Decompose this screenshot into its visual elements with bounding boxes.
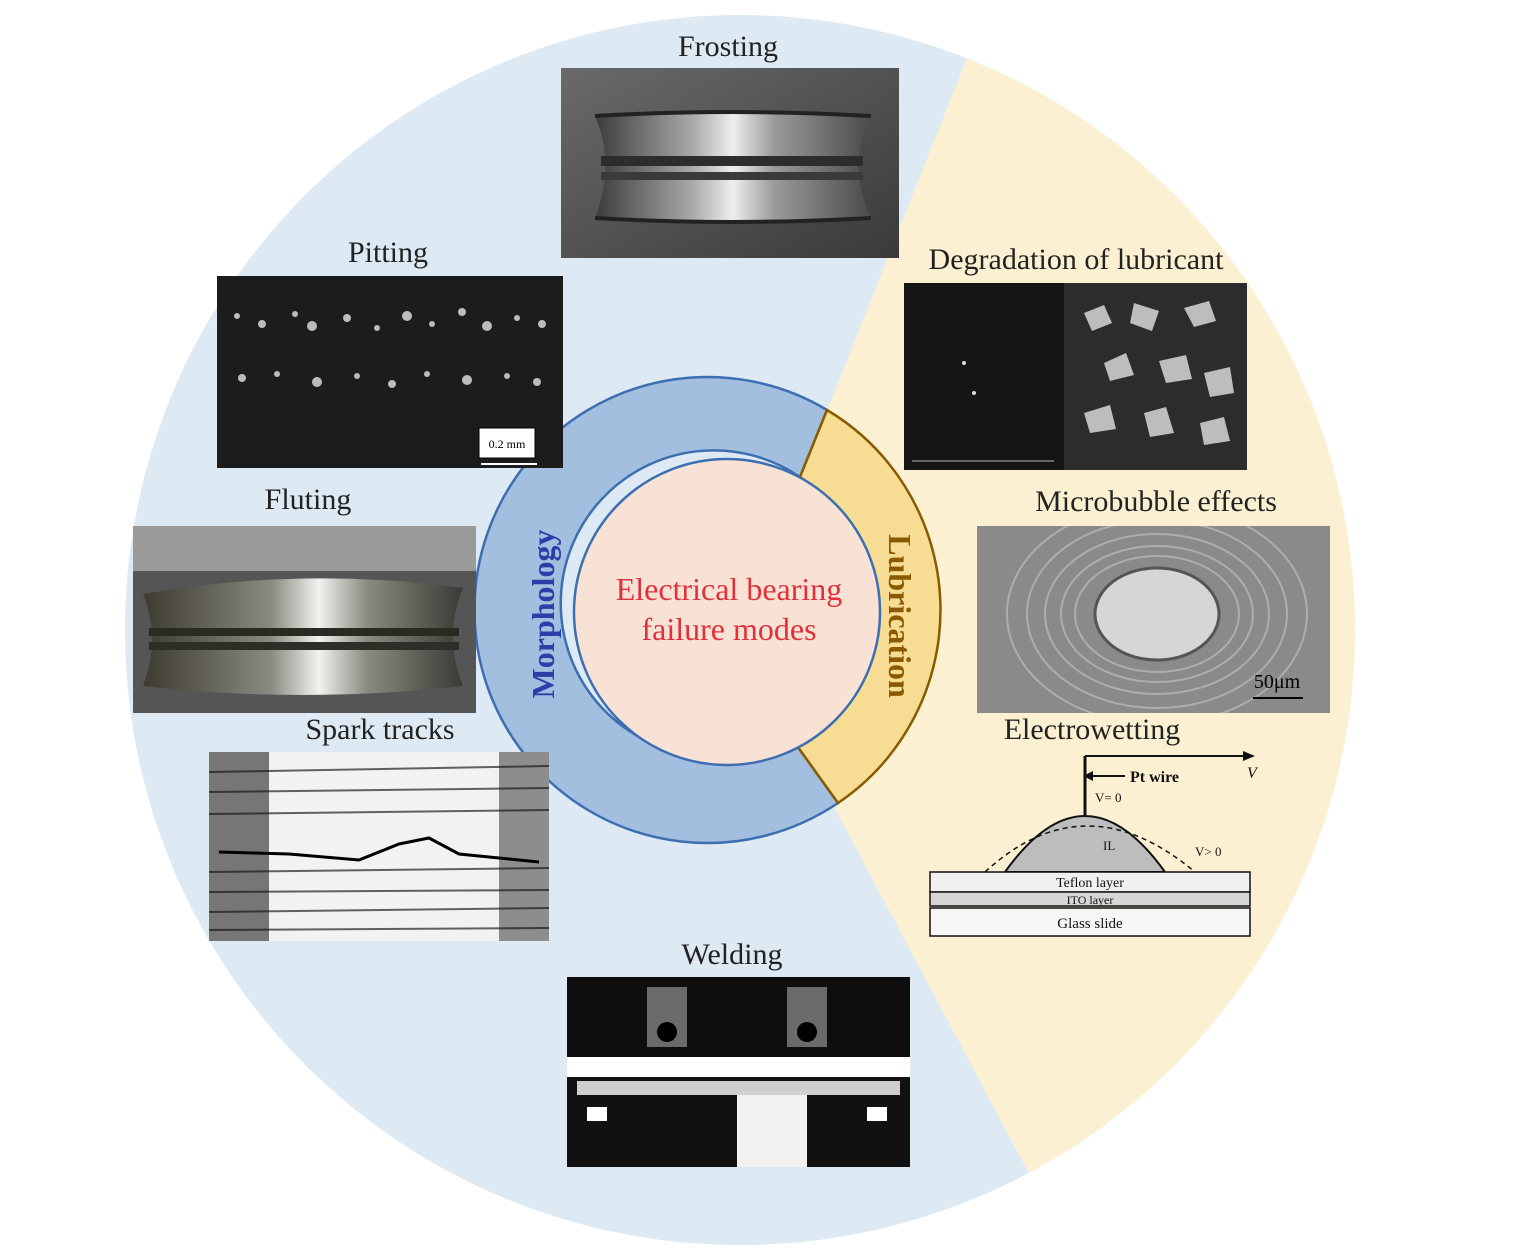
frosting-photo: [561, 68, 899, 258]
electrowetting-glass: Glass slide: [1057, 916, 1123, 932]
label-microbubble: Microbubble effects: [1035, 485, 1277, 518]
electrowetting-schematic: V Pt wire V= 0 V> 0 IL Teflon layer ITO …: [925, 750, 1260, 940]
welding-photo: [567, 977, 910, 1167]
label-electrowetting: Electrowetting: [1003, 713, 1181, 746]
spark-tracks-photo: [209, 752, 549, 941]
center-title-line1: Electrical bearing: [616, 571, 843, 607]
electrowetting-v0: V= 0: [1095, 790, 1121, 805]
electrowetting-droplet: IL: [1103, 838, 1115, 853]
degradation-photo: [904, 283, 1247, 470]
electrowetting-ito: ITO layer: [1067, 893, 1114, 907]
microbubble-photo: 50μm: [977, 526, 1330, 713]
electrowetting-pt-wire: Pt wire: [1130, 769, 1179, 786]
label-degradation: Degradation of lubricant: [928, 243, 1224, 276]
label-pitting: Pitting: [347, 236, 429, 269]
microbubble-scale-label: 50μm: [1254, 671, 1301, 693]
electrowetting-v: V: [1247, 765, 1259, 782]
electrowetting-teflon: Teflon layer: [1056, 876, 1124, 891]
center-disk: [572, 457, 882, 767]
lubrication-ring-label: Lubrication: [882, 534, 918, 698]
electrowetting-vpos: V> 0: [1195, 844, 1221, 859]
label-spark-tracks: Spark tracks: [305, 713, 455, 746]
pitting-scale-label: 0.2 mm: [489, 437, 526, 451]
label-fluting: Fluting: [264, 483, 352, 516]
label-welding: Welding: [681, 938, 783, 971]
center-title-line2: failure modes: [641, 611, 816, 647]
morphology-ring-label: Morphology: [525, 530, 561, 699]
label-frosting: Frosting: [677, 30, 779, 63]
pitting-photo: 0.2 mm: [217, 276, 563, 468]
fluting-photo: [133, 526, 476, 713]
